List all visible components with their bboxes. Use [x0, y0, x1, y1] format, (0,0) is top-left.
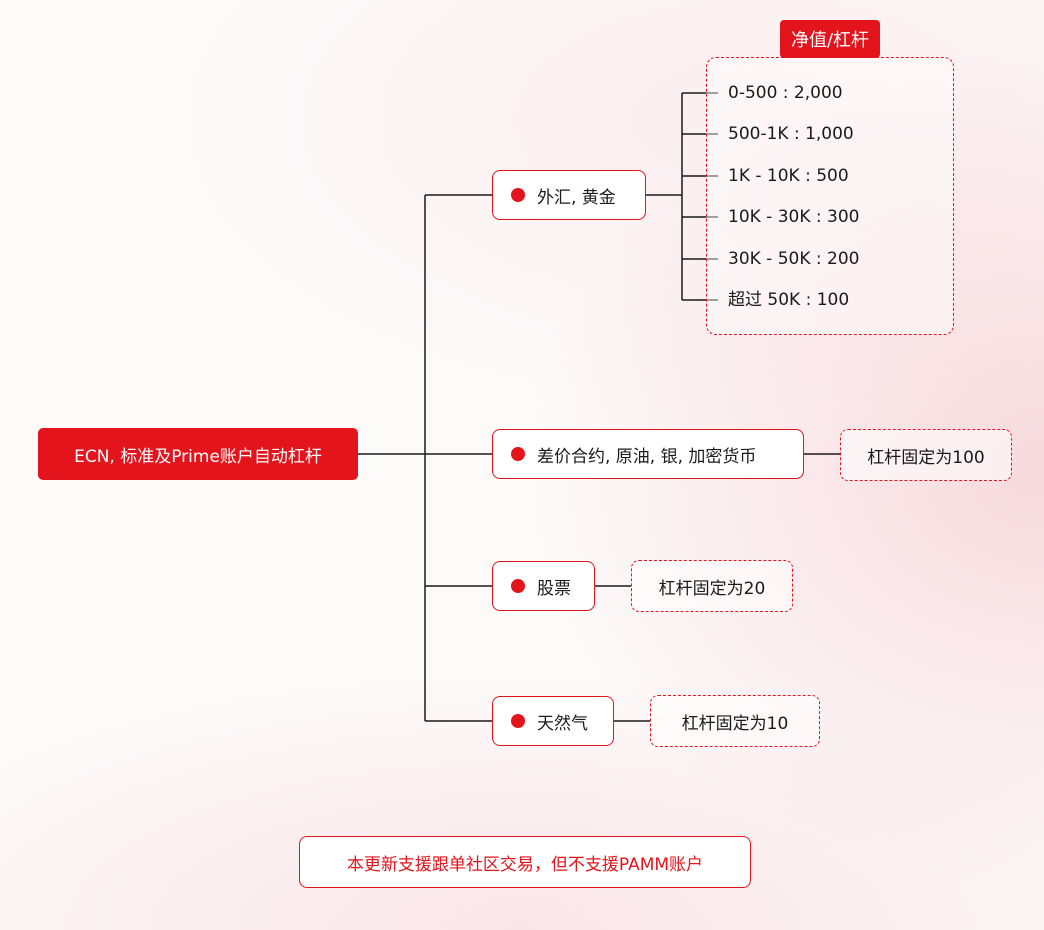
result-fixed-leverage-20: 杠杆固定为20	[631, 560, 793, 612]
bullet-dot-icon	[511, 714, 525, 728]
category-natural-gas: 天然气	[492, 696, 614, 746]
leverage-tier: 30K - 50K : 200	[728, 249, 860, 269]
result-fixed-leverage-10: 杠杆固定为10	[650, 695, 820, 747]
category-label: 外汇, 黄金	[537, 187, 616, 208]
result-label: 杠杆固定为20	[658, 578, 766, 599]
bullet-dot-icon	[511, 188, 525, 202]
category-label: 天然气	[537, 713, 588, 734]
category-forex-gold: 外汇, 黄金	[492, 170, 646, 220]
leverage-tier: 1K - 10K : 500	[728, 166, 849, 186]
leverage-tier-box	[706, 57, 954, 335]
bullet-dot-icon	[511, 447, 525, 461]
leverage-tier: 500-1K : 1,000	[728, 124, 854, 144]
leverage-tier: 0-500 : 2,000	[728, 83, 843, 103]
result-fixed-leverage-100: 杠杆固定为100	[840, 429, 1012, 481]
root-node: ECN, 标准及Prime账户自动杠杆	[38, 428, 358, 480]
bullet-dot-icon	[511, 579, 525, 593]
leverage-tier: 超过 50K : 100	[728, 290, 850, 310]
result-label: 杠杆固定为100	[867, 447, 985, 468]
category-label: 差价合约, 原油, 银, 加密货币	[537, 446, 757, 467]
tag-label: 净值/杠杆	[790, 30, 870, 51]
footer-note-text: 本更新支援跟单社区交易，但不支援PAMM账户	[346, 854, 704, 875]
result-label: 杠杆固定为10	[681, 713, 789, 734]
equity-leverage-tag: 净值/杠杆	[780, 20, 880, 58]
category-stocks: 股票	[492, 561, 595, 611]
footer-note: 本更新支援跟单社区交易，但不支援PAMM账户	[299, 836, 751, 888]
category-cfd-oil-silver-crypto: 差价合约, 原油, 银, 加密货币	[492, 429, 804, 479]
leverage-tier: 10K - 30K : 300	[728, 207, 860, 227]
root-label: ECN, 标准及Prime账户自动杠杆	[74, 446, 322, 467]
category-label: 股票	[537, 578, 571, 599]
